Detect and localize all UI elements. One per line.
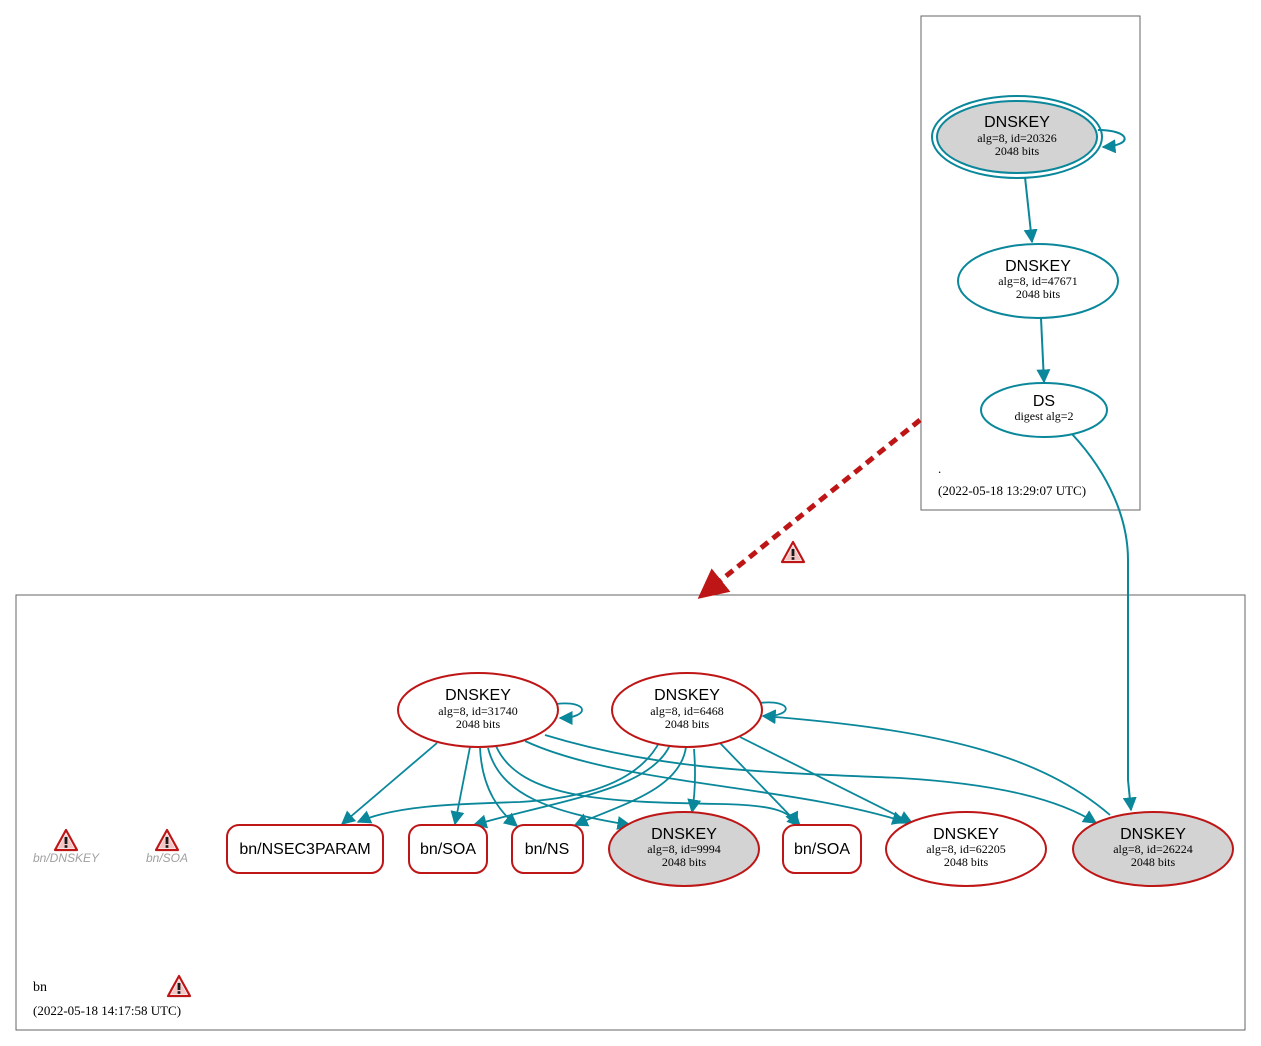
node-title: DNSKEY xyxy=(654,687,720,704)
warning-triangle-icon xyxy=(154,828,180,852)
root-zsk-node[interactable]: DNSKEY alg=8, id=47671 2048 bits xyxy=(957,243,1119,319)
root-edges xyxy=(1023,129,1137,812)
node-detail: 2048 bits xyxy=(662,855,707,869)
node-detail: digest alg=2 xyxy=(1014,409,1073,423)
delegation-warning-icon[interactable] xyxy=(780,540,806,564)
node-detail: alg=8, id=47671 xyxy=(998,274,1078,288)
node-label: bn/NS xyxy=(525,841,569,858)
k31740-to-k26224-edge xyxy=(544,734,1098,824)
k6468-self-sign-edge xyxy=(758,701,787,724)
node-detail: alg=8, id=26224 xyxy=(1113,842,1193,856)
node-title: DNSKEY xyxy=(1005,258,1071,275)
missing-soa-label: bn/SOA xyxy=(146,851,188,865)
ksk-to-zsk-edge xyxy=(1023,176,1038,244)
node-title: DS xyxy=(1033,393,1055,410)
k31740-self-sign-edge xyxy=(555,702,583,725)
node-detail: alg=8, id=9994 xyxy=(647,842,721,856)
root-zone-cluster: . (2022-05-18 13:29:07 UTC) xyxy=(920,15,1141,511)
node-title: DNSKEY xyxy=(651,826,717,843)
root-zone-timestamp: (2022-05-18 13:29:07 UTC) xyxy=(938,483,1086,498)
warning-triangle-icon xyxy=(53,828,79,852)
dnskey-9994-node[interactable]: DNSKEY alg=8, id=9994 2048 bits xyxy=(608,811,760,887)
bn-zone-cluster: bn (2022-05-18 14:17:58 UTC) xyxy=(15,594,1246,1031)
k31740-to-nsec3param-edge xyxy=(340,742,438,825)
node-detail: 2048 bits xyxy=(665,717,710,731)
dnskey-26224-node[interactable]: DNSKEY alg=8, id=26224 2048 bits xyxy=(1072,811,1234,887)
k31740-to-soa1-edge xyxy=(450,746,471,826)
k6468-to-soa1-edge xyxy=(472,744,671,829)
node-label: bn/SOA xyxy=(794,841,850,858)
ds-to-k26224-edge xyxy=(1071,433,1137,812)
ksk-self-sign-edge xyxy=(1097,129,1126,154)
root-ds-node[interactable]: DS digest alg=2 xyxy=(980,382,1108,438)
node-detail: alg=8, id=31740 xyxy=(438,704,518,718)
bn-edges xyxy=(340,701,1111,830)
ns-node[interactable]: bn/NS xyxy=(511,824,584,874)
node-title: DNSKEY xyxy=(1120,826,1186,843)
k31740-to-k9994-edge xyxy=(487,747,632,830)
k6468-to-nsec3param-edge xyxy=(356,740,661,824)
soa-node-2[interactable]: bn/SOA xyxy=(782,824,862,874)
k26224-to-k6468-edge xyxy=(761,710,1111,816)
nsec3param-node[interactable]: bn/NSEC3PARAM xyxy=(226,824,384,874)
bn-zone-timestamp: (2022-05-18 14:17:58 UTC) xyxy=(33,1003,181,1018)
node-title: DNSKEY xyxy=(445,687,511,704)
root-ksk-node[interactable]: DNSKEY alg=8, id=20326 2048 bits xyxy=(931,95,1103,179)
soa-node-1[interactable]: bn/SOA xyxy=(408,824,488,874)
delegation-edge xyxy=(697,418,922,599)
node-title: DNSKEY xyxy=(933,826,999,843)
node-detail: 2048 bits xyxy=(1131,855,1176,869)
dnskey-62205-node[interactable]: DNSKEY alg=8, id=62205 2048 bits xyxy=(885,811,1047,887)
bn-zone-warning-icon[interactable] xyxy=(166,974,192,998)
node-detail: alg=8, id=62205 xyxy=(926,842,1006,856)
missing-dnskey-label: bn/DNSKEY xyxy=(33,851,100,865)
node-label: bn/SOA xyxy=(420,841,476,858)
k6468-to-ns-edge xyxy=(573,746,687,827)
node-detail: alg=8, id=20326 xyxy=(977,131,1057,145)
node-detail: 2048 bits xyxy=(456,717,501,731)
node-label: bn/NSEC3PARAM xyxy=(239,841,370,858)
k6468-to-k62205-edge xyxy=(739,736,914,824)
node-detail: 2048 bits xyxy=(995,144,1040,158)
k31740-to-soa2-edge xyxy=(495,745,799,827)
k31740-to-k62205-edge xyxy=(524,740,907,825)
dnskey-31740-node[interactable]: DNSKEY alg=8, id=31740 2048 bits xyxy=(397,672,559,748)
dnskey-6468-node[interactable]: DNSKEY alg=8, id=6468 2048 bits xyxy=(611,672,763,748)
k6468-to-k9994-edge xyxy=(687,748,702,814)
k6468-to-soa2-edge xyxy=(719,742,801,828)
bn-zone-name: bn xyxy=(33,980,47,995)
node-detail: 2048 bits xyxy=(1016,287,1061,301)
node-title: DNSKEY xyxy=(984,114,1050,131)
node-detail: 2048 bits xyxy=(944,855,989,869)
root-zone-name: . xyxy=(938,461,941,476)
zsk-to-ds-edge xyxy=(1036,317,1051,384)
missing-dnskey-node[interactable]: bn/DNSKEY xyxy=(33,828,100,865)
missing-soa-node[interactable]: bn/SOA xyxy=(146,828,188,865)
k31740-to-ns-edge xyxy=(479,747,519,827)
node-detail: alg=8, id=6468 xyxy=(650,704,724,718)
